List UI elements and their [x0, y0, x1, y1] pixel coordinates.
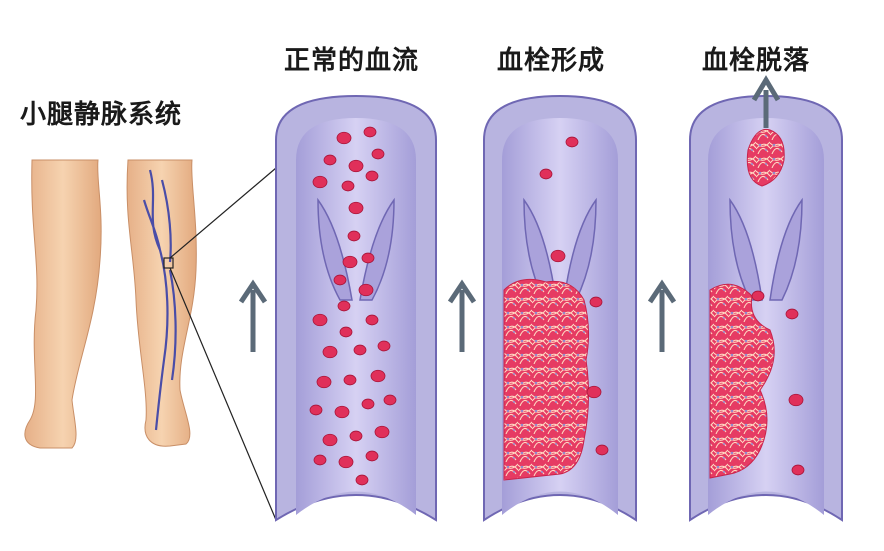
red-blood-cell [344, 375, 356, 385]
red-blood-cell [323, 346, 337, 357]
red-blood-cell [789, 394, 803, 405]
red-blood-cell [343, 256, 357, 267]
up-arrow-2-icon [450, 284, 474, 352]
normal-flow-title: 正常的血流 [284, 40, 419, 77]
red-blood-cell [792, 465, 804, 475]
red-blood-cell [348, 231, 360, 241]
zoom-line-bottom [170, 268, 276, 520]
red-blood-cell [366, 451, 378, 461]
red-blood-cell [372, 149, 384, 159]
red-blood-cell [752, 291, 764, 301]
red-blood-cell [313, 176, 327, 187]
red-blood-cell [323, 434, 337, 445]
thrombus-clot [504, 279, 589, 480]
red-blood-cell [334, 275, 346, 285]
red-blood-cell [310, 405, 322, 415]
red-blood-cell [340, 327, 352, 337]
vein-thrombus-detach [690, 80, 842, 520]
vein-thrombus-formation [484, 96, 636, 520]
red-blood-cell [338, 301, 350, 311]
red-blood-cell [342, 181, 354, 191]
red-blood-cell [566, 137, 578, 147]
red-blood-cell [356, 475, 368, 485]
red-blood-cell [314, 455, 326, 465]
red-blood-cell [317, 376, 331, 387]
red-blood-cell [384, 395, 396, 405]
red-blood-cell [786, 309, 798, 319]
red-blood-cell [359, 284, 373, 295]
red-blood-cell [339, 456, 353, 467]
red-blood-cell [313, 314, 327, 325]
red-blood-cell [540, 169, 552, 179]
red-blood-cell [364, 127, 376, 137]
red-blood-cell [587, 386, 601, 397]
red-blood-cell [362, 399, 374, 409]
red-blood-cell [337, 132, 351, 143]
red-blood-cell [366, 171, 378, 181]
leg-system-label: 小腿静脉系统 [20, 94, 182, 131]
red-blood-cell [324, 155, 336, 165]
vein-normal [276, 96, 436, 520]
red-blood-cell [335, 406, 349, 417]
thrombus-detach-title: 血栓脱落 [702, 40, 810, 77]
red-blood-cell [596, 445, 608, 455]
red-blood-cell [350, 431, 362, 441]
red-blood-cell [366, 315, 378, 325]
red-blood-cell [375, 426, 389, 437]
thrombus-formation-title: 血栓形成 [497, 40, 605, 77]
legs-illustration [25, 160, 276, 520]
red-blood-cell [378, 341, 390, 351]
red-blood-cell [349, 202, 363, 213]
red-blood-cell [354, 345, 366, 355]
up-arrow-1-icon [241, 284, 265, 352]
red-blood-cell [590, 297, 602, 307]
red-blood-cell [362, 253, 374, 263]
red-blood-cell [349, 160, 363, 171]
red-blood-cell [371, 370, 385, 381]
red-blood-cell [551, 250, 565, 261]
up-arrow-3-icon [650, 284, 674, 352]
